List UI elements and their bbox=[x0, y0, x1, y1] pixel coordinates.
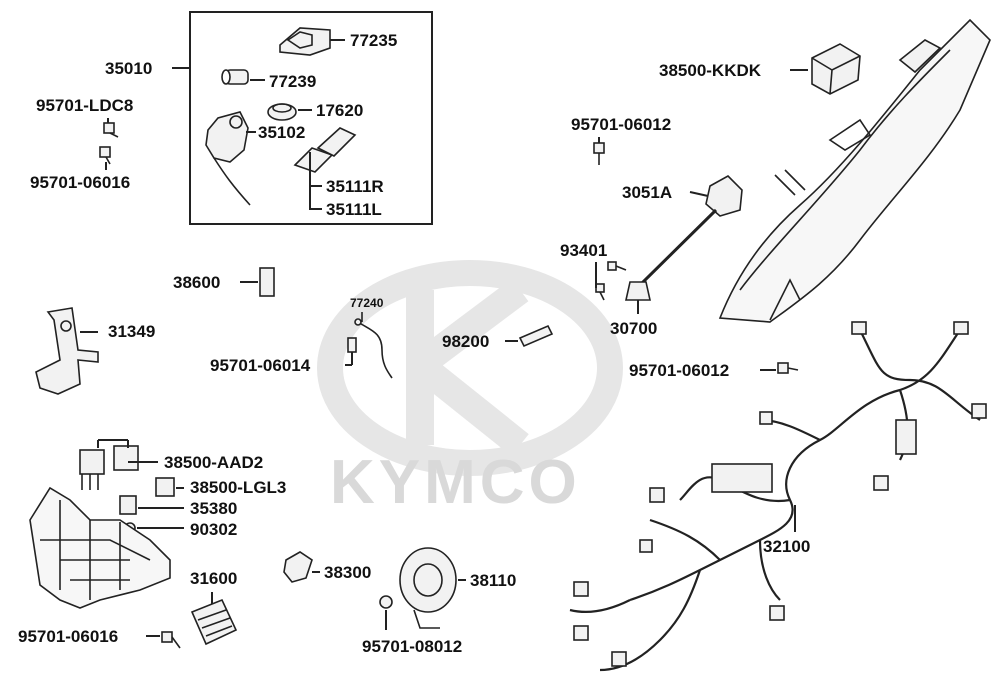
label-3051a: 3051A bbox=[622, 183, 673, 202]
kymco-watermark-text: KYMCO bbox=[330, 448, 581, 517]
label-35010: 35010 bbox=[105, 59, 153, 78]
part-38300-shape bbox=[283, 551, 320, 583]
label-90302: 90302 bbox=[190, 520, 238, 539]
part-3051a-shape bbox=[625, 175, 743, 314]
part-38110-shape bbox=[399, 547, 466, 629]
label-38300: 38300 bbox=[324, 563, 372, 582]
label-38600: 38600 bbox=[173, 273, 221, 292]
part-35380-shape bbox=[119, 495, 184, 515]
part-17620-shape bbox=[267, 103, 312, 121]
part-77235-shape bbox=[279, 27, 345, 56]
label-95701-08012: 95701-08012 bbox=[362, 637, 463, 656]
part-93401-shape bbox=[595, 261, 627, 301]
part-77240-cable-shape bbox=[345, 312, 393, 379]
label-95701-ldc8: 95701-LDC8 bbox=[36, 96, 134, 115]
label-35111r: 35111R bbox=[326, 177, 384, 196]
label-30700: 30700 bbox=[610, 319, 658, 338]
label-98200: 98200 bbox=[442, 332, 490, 351]
label-95701-06016-top: 95701-06016 bbox=[30, 173, 131, 192]
label-35380: 35380 bbox=[190, 499, 238, 518]
part-95701-06012-b-shape bbox=[760, 362, 799, 374]
label-38500-aad2: 38500-AAD2 bbox=[164, 453, 264, 472]
part-31349-shape bbox=[35, 307, 99, 395]
battery-frame-shape bbox=[29, 486, 171, 609]
part-98200-shape bbox=[505, 324, 554, 348]
label-35111l: 35111L bbox=[326, 200, 382, 219]
label-93401: 93401 bbox=[560, 241, 608, 260]
part-35111-keys-shape bbox=[293, 127, 357, 210]
part-95701-06016-b-shape bbox=[146, 631, 181, 649]
label-95701-06012-top: 95701-06012 bbox=[571, 115, 672, 134]
part-38500-aad2-shape bbox=[79, 439, 158, 490]
label-32100: 32100 bbox=[763, 537, 811, 556]
part-38600-shape bbox=[240, 267, 275, 297]
part-95701-08012-shape bbox=[379, 595, 393, 630]
label-77239: 77239 bbox=[269, 72, 317, 91]
label-95701-06016-bottom: 95701-06016 bbox=[18, 627, 119, 646]
label-95701-06012-right: 95701-06012 bbox=[629, 361, 730, 380]
label-95701-06014: 95701-06014 bbox=[210, 356, 311, 375]
part-38500-lgl3-shape bbox=[155, 477, 184, 497]
label-31600: 31600 bbox=[190, 569, 238, 588]
label-77235: 77235 bbox=[350, 31, 398, 50]
label-17620: 17620 bbox=[316, 101, 364, 120]
part-35102-shape bbox=[205, 111, 256, 206]
harness-connectors bbox=[573, 321, 987, 667]
label-38500-kkdk: 38500-KKDK bbox=[659, 61, 762, 80]
label-31349: 31349 bbox=[108, 322, 156, 341]
part-77239-shape bbox=[221, 69, 265, 85]
label-38110: 38110 bbox=[470, 571, 517, 590]
part-31600-shape bbox=[190, 592, 238, 646]
frame-shape bbox=[718, 18, 991, 323]
label-77240: 77240 bbox=[350, 296, 384, 310]
part-bolts-left-shape bbox=[99, 118, 119, 170]
label-38500-lgl3: 38500-LGL3 bbox=[190, 478, 287, 497]
part-38500-kkdk-shape bbox=[790, 43, 861, 95]
ignition-kit-box bbox=[189, 11, 433, 225]
part-95701-06012-a-shape bbox=[593, 137, 605, 165]
label-35102: 35102 bbox=[258, 123, 306, 142]
